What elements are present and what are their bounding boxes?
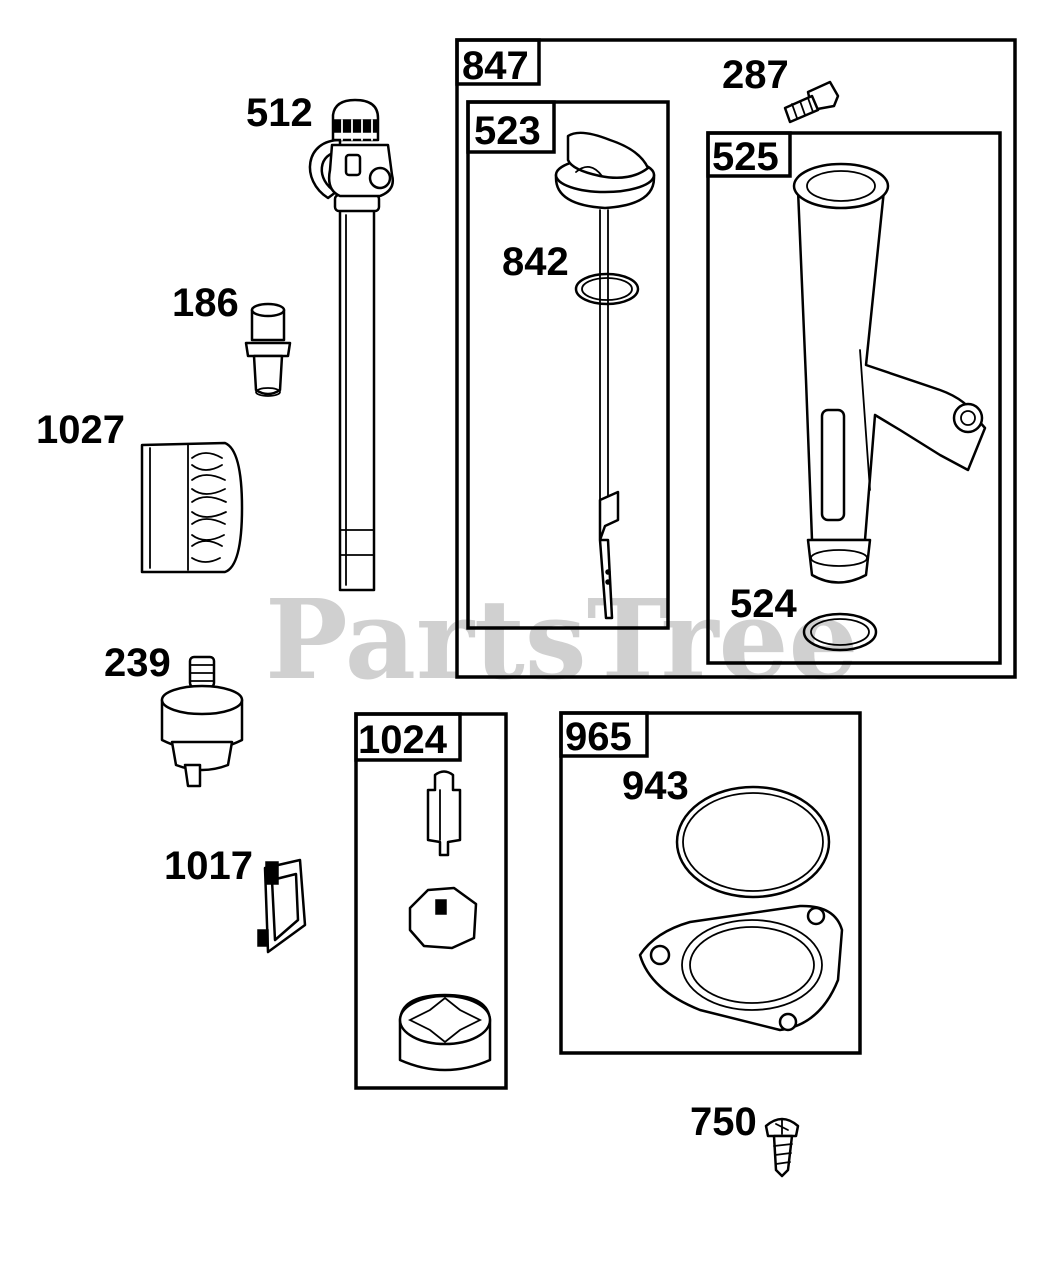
callout-524: 524 [730, 582, 797, 626]
part-512-dipstick-tube [308, 98, 394, 592]
kit-525-label: 525 [712, 135, 779, 179]
part-525-fill-tube [792, 162, 987, 584]
callout-287: 287 [722, 53, 789, 97]
callout-943: 943 [622, 764, 689, 808]
part-523-dipstick [554, 131, 656, 620]
part-842-o-ring [574, 272, 640, 306]
callout-239: 239 [104, 641, 171, 685]
callout-1017: 1017 [164, 844, 253, 888]
kit-1024-label: 1024 [358, 718, 448, 762]
part-1024-oil-pump [398, 770, 492, 1072]
kit-965-label: 965 [565, 715, 632, 759]
callout-512: 512 [246, 91, 313, 135]
kit-1024-box: 1024 [354, 712, 508, 1090]
part-287-screw [783, 80, 840, 124]
part-750-screw [764, 1117, 800, 1178]
part-524-seal [802, 612, 878, 652]
part-1017-sensor-clip [257, 858, 307, 954]
kit-523-box: 523 [466, 100, 670, 630]
callout-186: 186 [172, 281, 239, 325]
callout-750: 750 [690, 1100, 757, 1144]
part-943-o-ring [675, 785, 831, 899]
kit-965-box: 965 [559, 711, 862, 1055]
kit-847-label: 847 [462, 44, 529, 88]
part-186-fitting [244, 302, 292, 397]
watermark: PartsTree [265, 575, 859, 704]
part-965-gasket-plate [638, 904, 844, 1032]
part-239-pressure-switch [160, 655, 244, 788]
kit-525-box: 525 [706, 131, 1002, 665]
callout-842: 842 [502, 240, 569, 284]
kit-847-box: 847 [455, 38, 1017, 679]
kit-523-label: 523 [474, 109, 541, 153]
part-1027-oil-filter [140, 441, 244, 574]
callout-1027: 1027 [36, 408, 125, 452]
